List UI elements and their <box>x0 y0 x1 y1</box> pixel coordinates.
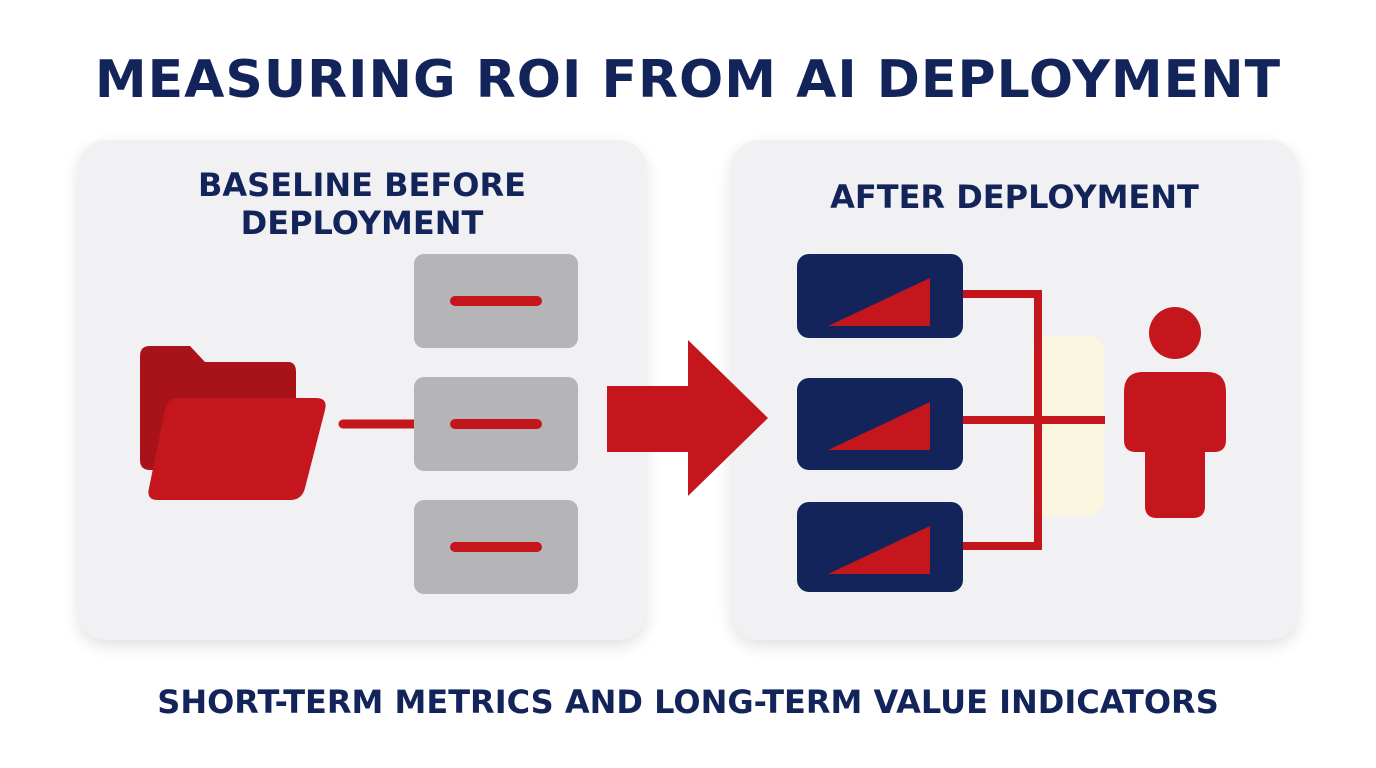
baseline-heading-line2: DEPLOYMENT <box>240 204 484 242</box>
after-heading: AFTER DEPLOYMENT <box>830 178 1199 216</box>
baseline-heading-line1: BASELINE BEFORE <box>198 166 526 204</box>
highlight-area <box>1032 336 1104 516</box>
baseline-metric-box-2 <box>414 377 578 471</box>
after-connector-lines <box>962 290 1105 550</box>
after-chart-box-2 <box>797 378 963 470</box>
after-chart-box-3 <box>797 502 963 592</box>
page-title: MEASURING ROI FROM AI DEPLOYMENT <box>94 50 1282 110</box>
baseline-metric-box-3 <box>414 500 578 594</box>
person-icon <box>1124 307 1226 518</box>
folder-icon <box>140 346 326 500</box>
after-chart-box-1 <box>797 254 963 338</box>
footer-caption: SHORT-TERM METRICS AND LONG-TERM VALUE I… <box>157 683 1219 721</box>
baseline-metric-box-1 <box>414 254 578 348</box>
transition-arrow <box>607 340 768 496</box>
